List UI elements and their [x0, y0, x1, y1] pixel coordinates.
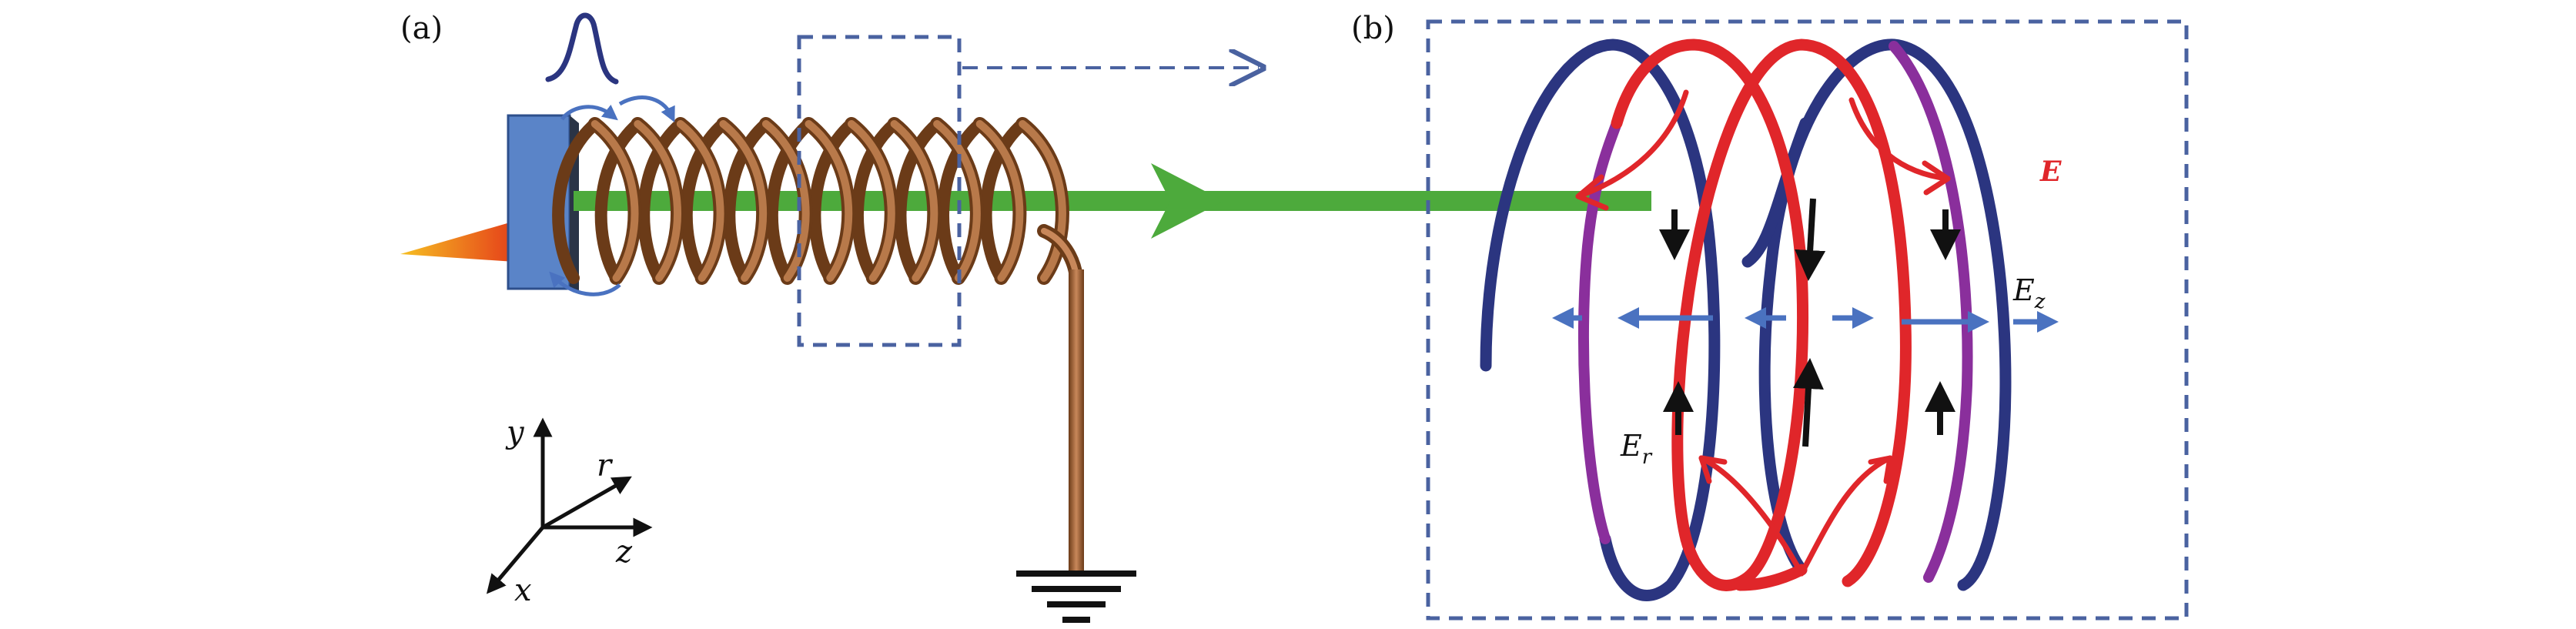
coil-turn: [979, 118, 1029, 284]
coil-turn: [680, 118, 730, 284]
axial-field-arrows: [1659, 198, 1961, 447]
coil-turn: [808, 118, 858, 284]
coil-turn: [1019, 120, 1066, 282]
coil-turn: [805, 120, 853, 282]
coordinate-axes: [486, 417, 653, 594]
coil-turn: [594, 118, 644, 284]
coil-turn: [894, 118, 944, 284]
current-flow-arrows: [549, 95, 675, 296]
panel-b-label: (b): [1351, 11, 1395, 46]
green-propagation-arrow: [574, 163, 1651, 239]
ground-wire: [1037, 224, 1084, 571]
r-axis-label: r: [597, 448, 614, 483]
coil-turn: [552, 118, 601, 284]
coil-turn: [937, 118, 986, 284]
er-label-sub: r: [1642, 446, 1653, 469]
coil-turn: [765, 118, 815, 284]
panel-a-label: (a): [400, 11, 443, 46]
x-axis: [486, 526, 544, 594]
coil-turn: [723, 118, 772, 284]
er-label: Er: [1620, 429, 1653, 469]
x-axis-label: x: [514, 573, 532, 608]
coil-turn: [848, 120, 895, 282]
zoom-frame: [1426, 19, 2189, 621]
y-axis-label: y: [505, 415, 525, 450]
z-axis-label: z: [615, 534, 633, 570]
selection-box: [797, 35, 962, 347]
panel-a: (a): [400, 11, 1651, 623]
coil-turn: [890, 120, 938, 282]
coil-turn: [590, 120, 639, 282]
coil-turn: [676, 120, 724, 282]
coil-turn: [933, 120, 981, 282]
coil-turn: [719, 120, 768, 282]
coil-turn: [851, 118, 901, 284]
e-field-loops: [1575, 89, 1951, 577]
helical-coil: [552, 117, 1069, 285]
panel-b: (b): [1351, 11, 2189, 621]
e-field-label: E: [2039, 156, 2062, 188]
radial-field-arrows: [1552, 307, 2059, 333]
purple-helix: [1577, 41, 1973, 583]
coil-turn: [634, 120, 682, 282]
coil-turn: [975, 120, 1024, 282]
pulse-icon: [545, 12, 619, 85]
coil-turn: [637, 118, 687, 284]
er-label-main: E: [1620, 429, 1642, 463]
ez-label-main: E: [2012, 273, 2035, 307]
ez-label-sub: z: [2034, 290, 2046, 313]
coil-turn: [761, 120, 810, 282]
ground-symbol: [1016, 570, 1136, 623]
r-axis: [541, 476, 632, 530]
ez-label: Ez: [2012, 273, 2046, 313]
